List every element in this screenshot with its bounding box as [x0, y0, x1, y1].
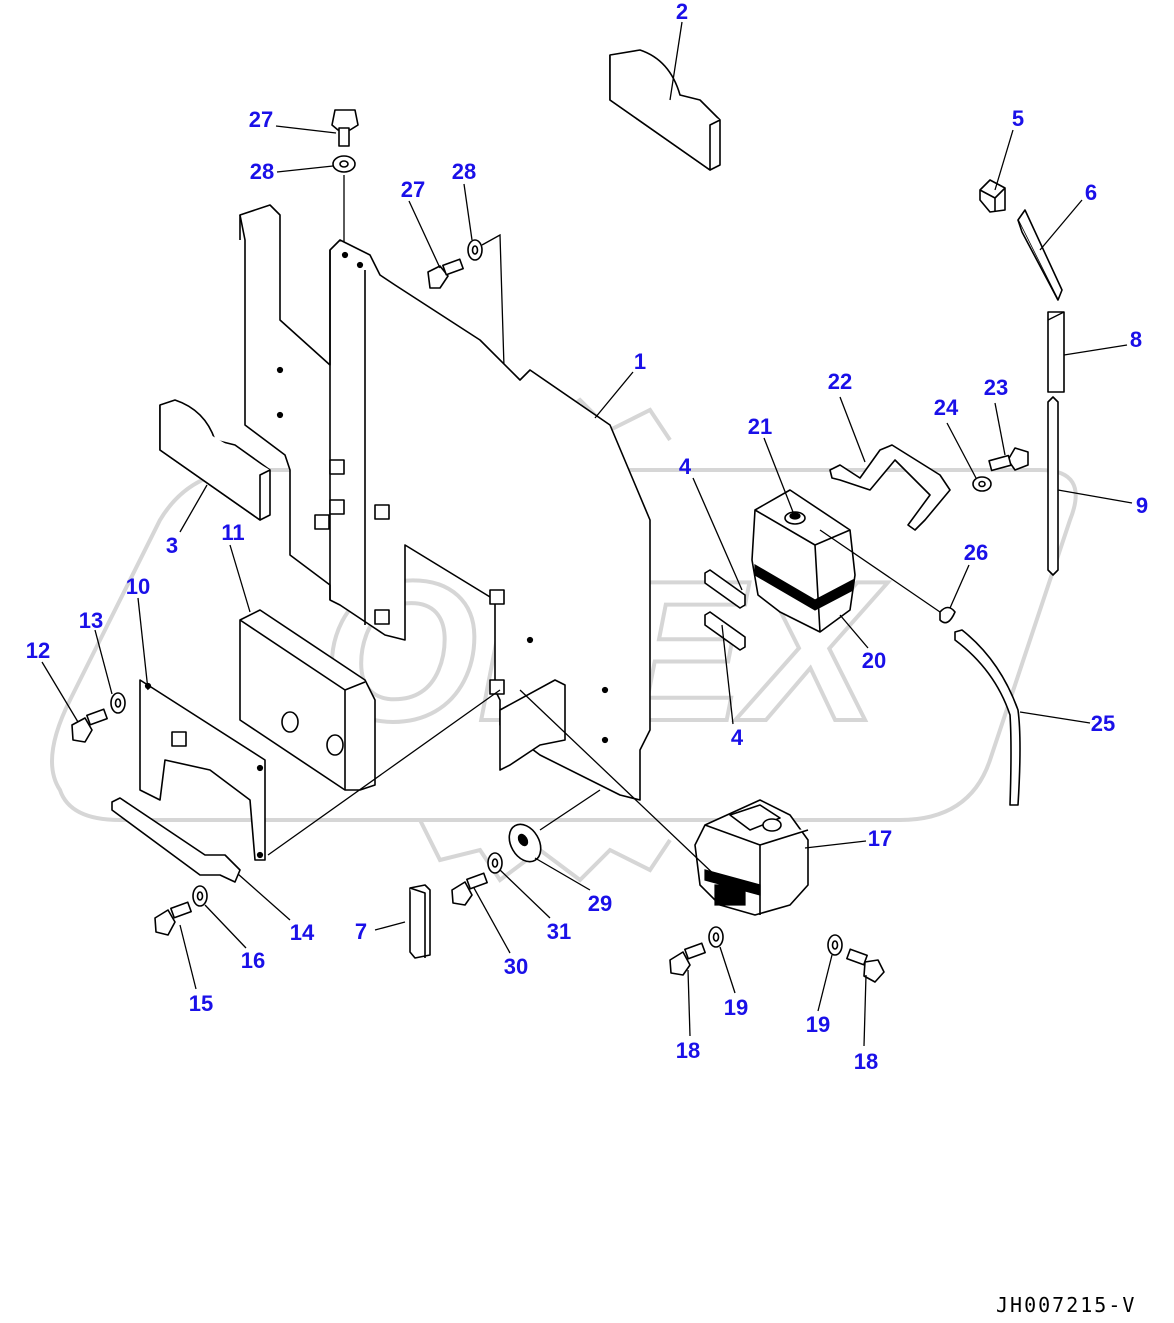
callout-labels: 2 1 3 4 4 5 6 7 8 9 10 11 12 13 14 15 16… [26, 0, 1148, 1074]
part-7-spacer [409, 884, 431, 959]
part-13-washer [110, 692, 126, 714]
part-10-plate [139, 679, 266, 861]
callout-13: 13 [79, 608, 103, 633]
callout-29: 29 [588, 891, 612, 916]
part-6-strip [1017, 209, 1063, 301]
callout-19-left: 19 [724, 995, 748, 1020]
part-15-bolt [154, 901, 192, 936]
callout-26: 26 [964, 540, 988, 565]
callout-27-mid: 27 [401, 177, 425, 202]
part-22-bracket [829, 444, 951, 531]
part-1-main-panel [239, 204, 651, 801]
part-25-hose [954, 629, 1021, 806]
callout-28-mid: 28 [452, 159, 476, 184]
callout-4-upper: 4 [679, 454, 692, 479]
part-5-block [979, 179, 1006, 213]
callout-19-right: 19 [806, 1012, 830, 1037]
callout-5: 5 [1012, 106, 1024, 131]
callout-10: 10 [126, 574, 150, 599]
part-19-washer-right [827, 934, 843, 956]
part-28-washer-top [332, 155, 356, 255]
part-24-washer [972, 476, 992, 492]
part-30-bolt [451, 872, 488, 906]
callout-1: 1 [634, 349, 646, 374]
part-12-bolt [71, 708, 108, 743]
part-31-washer [487, 852, 503, 874]
callout-31: 31 [547, 919, 571, 944]
callout-9: 9 [1136, 493, 1148, 518]
part-26-clip [819, 529, 956, 624]
part-9-strip [1047, 396, 1059, 576]
callout-18-left: 18 [676, 1038, 700, 1063]
callout-16: 16 [241, 948, 265, 973]
callout-15: 15 [189, 991, 213, 1016]
callout-6: 6 [1085, 180, 1097, 205]
part-4-strip-lower [704, 611, 746, 651]
part-20-tank [751, 489, 856, 633]
callout-30: 30 [504, 954, 528, 979]
part-27-bolt-top [331, 109, 359, 147]
part-21-cap [784, 511, 806, 525]
callout-4-lower: 4 [731, 725, 744, 750]
callout-12: 12 [26, 638, 50, 663]
part-11-box [239, 609, 501, 856]
part-17-housing [519, 689, 809, 916]
callout-25: 25 [1091, 711, 1115, 736]
bracket-small [499, 679, 566, 771]
part-23-bolt [988, 447, 1029, 472]
part-19-washer-left [708, 926, 724, 948]
callout-20: 20 [862, 648, 886, 673]
part-29-grommet [508, 789, 601, 863]
callout-24: 24 [934, 395, 959, 420]
callout-22: 22 [828, 369, 852, 394]
callout-3: 3 [166, 533, 178, 558]
part-14-strip [111, 797, 241, 883]
callout-2: 2 [676, 0, 688, 24]
part-8-block [1047, 311, 1065, 393]
callout-11: 11 [221, 520, 244, 545]
part-18-bolt-right [846, 948, 885, 983]
callout-21: 21 [748, 414, 772, 439]
callout-17: 17 [868, 826, 892, 851]
part-4-strip-upper [704, 569, 746, 609]
callout-7: 7 [355, 919, 367, 944]
callout-27-top: 27 [249, 107, 273, 132]
callout-23: 23 [984, 375, 1008, 400]
part-27-bolt-mid [427, 258, 464, 289]
leader-lines [41, 21, 1133, 1047]
drawing-code: JH007215-V [996, 1293, 1136, 1317]
part-16-washer [192, 885, 208, 907]
part-18-bolt-left [669, 942, 706, 976]
callout-14: 14 [290, 920, 315, 945]
callout-8: 8 [1130, 327, 1142, 352]
callout-28-top: 28 [250, 159, 274, 184]
part-2-pad [609, 49, 721, 171]
part-3-pad [159, 399, 271, 521]
callout-18-right: 18 [854, 1049, 878, 1074]
